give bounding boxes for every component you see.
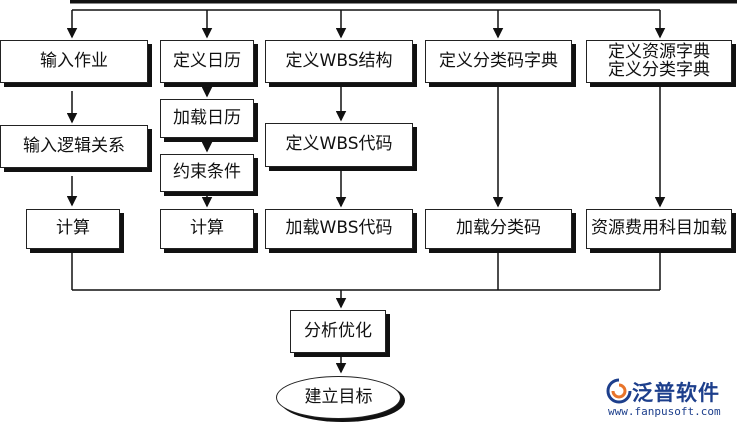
node-label: 定义日历 [173, 50, 241, 71]
node-label: 资源费用科目加载 [591, 218, 727, 239]
node-calculate-1: 计算 [26, 209, 120, 249]
node-calculate-2: 计算 [160, 209, 254, 249]
node-define-wbs: 定义WBS结构 [265, 40, 413, 83]
node-load-calendar: 加载日历 [160, 99, 254, 138]
node-label: 定义WBS结构 [285, 50, 393, 71]
node-label: 计算 [56, 218, 90, 239]
node-analyze-optimize: 分析优化 [290, 310, 386, 353]
node-input-logic: 输入逻辑关系 [0, 125, 148, 168]
node-set-target: 建立目标 [276, 376, 401, 419]
node-label: 输入逻辑关系 [23, 135, 125, 156]
node-label-line-2: 定义分类字典 [608, 59, 710, 80]
node-label: 定义分类码字典 [439, 50, 558, 71]
node-define-resource-dict: 定义资源字典 定义分类字典 [586, 40, 732, 83]
logo-name: 泛普软件 [632, 381, 720, 405]
node-input-activity: 输入作业 [0, 40, 148, 83]
node-load-category-code: 加载分类码 [425, 209, 572, 249]
company-logo: 泛普软件 www.fanpusoft.com [606, 376, 734, 422]
node-label: 加载日历 [173, 107, 241, 128]
node-label: 计算 [190, 218, 224, 239]
logo-swirl-icon [606, 378, 632, 404]
node-label-line-1: 定义资源字典 [608, 41, 710, 62]
node-define-wbs-code: 定义WBS代码 [265, 123, 413, 167]
node-label: 分析优化 [304, 320, 372, 341]
node-define-calendar: 定义日历 [160, 40, 254, 83]
node-define-category-dict: 定义分类码字典 [425, 40, 572, 83]
node-label: 定义WBS代码 [285, 134, 393, 155]
node-label: 建立目标 [304, 386, 373, 407]
node-label: 加载分类码 [456, 218, 541, 239]
node-load-wbs-code: 加载WBS代码 [265, 209, 413, 249]
node-label: 输入作业 [40, 50, 108, 71]
logo-url: www.fanpusoft.com [608, 405, 721, 418]
node-label: 加载WBS代码 [285, 218, 393, 239]
node-label: 约束条件 [173, 162, 241, 183]
node-load-resource-cost: 资源费用科目加载 [586, 209, 732, 249]
node-constraints: 约束条件 [160, 154, 254, 192]
